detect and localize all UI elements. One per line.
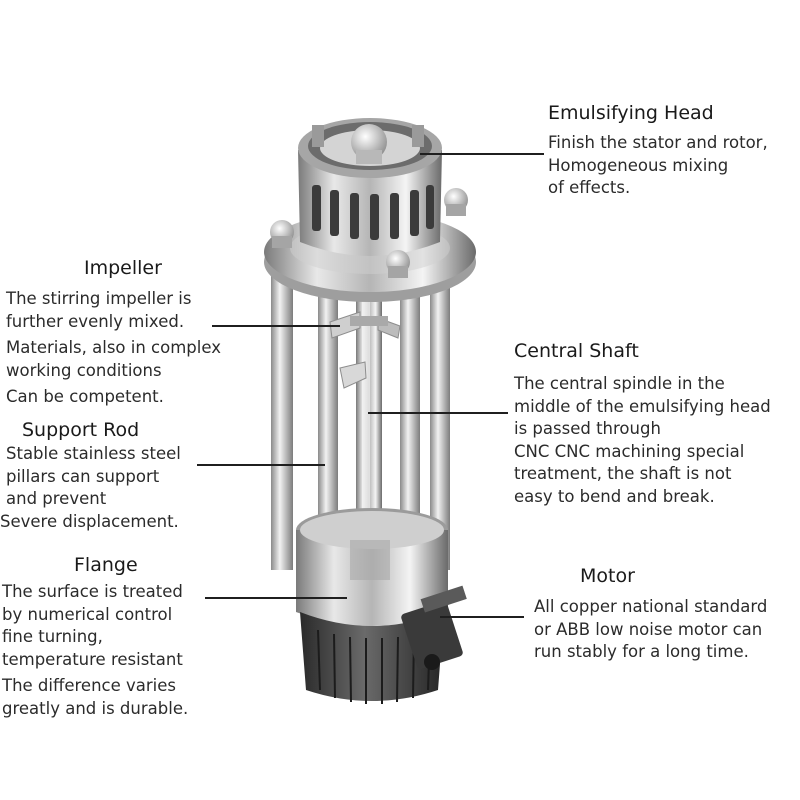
callout-title: Impeller — [84, 257, 162, 279]
support-rods — [271, 270, 450, 580]
callout-description: The stirring impeller is further evenly … — [6, 288, 221, 409]
callout-description: Stable stainless steel pillars can suppo… — [0, 443, 181, 533]
description-line: The stirring impeller is — [6, 289, 192, 308]
description-line: The difference varies — [2, 676, 176, 695]
description-line: Materials, also in complex — [6, 338, 221, 357]
description-line: CNC CNC machining special — [514, 441, 745, 461]
description-line: Stable stainless steel — [6, 444, 181, 463]
description-line: Can be competent. — [6, 387, 164, 406]
emulsifying-head — [298, 118, 442, 256]
callout-title: Emulsifying Head — [548, 102, 714, 124]
description-line: working conditions — [6, 360, 162, 380]
callout-title: Motor — [580, 565, 635, 587]
impeller-blades — [329, 311, 401, 389]
description-line: by numerical control — [2, 604, 173, 624]
leader-line-support-rod — [197, 464, 325, 466]
callout-description: The surface is treated by numerical cont… — [2, 581, 188, 720]
leader-line-emulsifying-head — [420, 153, 544, 155]
callout-title: Support Rod — [22, 419, 140, 441]
callout-central-shaft: Central Shaft The central spindle in the… — [514, 339, 771, 508]
description-line: further evenly mixed. — [6, 311, 185, 331]
callout-description: The central spindle in the middle of the… — [514, 373, 771, 508]
callout-impeller: Impeller The stirring impeller is furthe… — [6, 256, 221, 409]
callout-title: Central Shaft — [514, 340, 639, 362]
leader-line-impeller — [212, 325, 340, 327]
flange-body — [296, 508, 448, 626]
description-line: and prevent — [6, 489, 107, 508]
description-line: fine turning, — [2, 627, 103, 646]
callout-support-rod: Support Rod Stable stainless steel pilla… — [0, 418, 181, 533]
motor-body — [300, 585, 467, 704]
description-line: treatment, the shaft is not — [514, 464, 732, 483]
callout-description: All copper national standard or ABB low … — [534, 596, 767, 664]
description-line: run stably for a long time. — [534, 642, 749, 661]
description-line: middle of the emulsifying head — [514, 396, 771, 416]
description-line: or ABB low noise motor can — [534, 619, 763, 639]
description-line: All copper national standard — [534, 597, 768, 616]
callout-flange: Flange The surface is treated by numeric… — [2, 553, 188, 720]
description-line: temperature resistant — [2, 649, 183, 669]
leader-line-central-shaft — [368, 412, 508, 414]
leader-line-flange — [205, 597, 347, 599]
description-line: greatly and is durable. — [2, 698, 189, 718]
description-line: is passed through — [514, 419, 661, 438]
description-line: pillars can support — [6, 466, 160, 486]
description-line: The surface is treated — [2, 582, 183, 601]
description-line: The central spindle in the — [514, 374, 725, 393]
description-line: of effects. — [548, 178, 631, 197]
callout-title: Flange — [74, 554, 138, 576]
description-line: Homogeneous mixing — [548, 155, 729, 175]
description-line: Severe displacement. — [0, 511, 179, 531]
description-line: Finish the stator and rotor, — [548, 133, 768, 152]
callout-emulsifying-head: Emulsifying Head Finish the stator and r… — [548, 101, 768, 200]
acorn-nuts — [270, 188, 468, 278]
leader-line-motor — [440, 616, 524, 618]
description-line: easy to bend and break. — [514, 486, 715, 506]
callout-motor: Motor All copper national standard or AB… — [534, 564, 767, 664]
callout-description: Finish the stator and rotor, Homogeneous… — [548, 132, 768, 200]
